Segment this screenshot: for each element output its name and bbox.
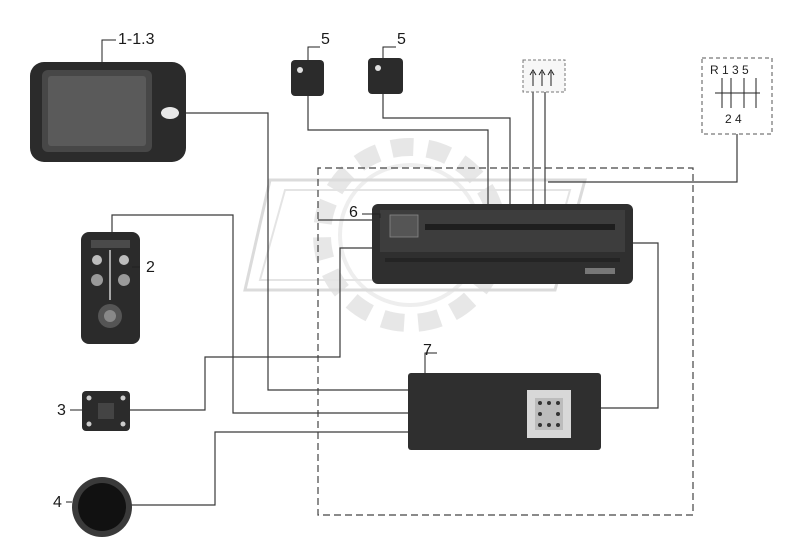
sensor-a (291, 60, 324, 96)
tachograph-unit (372, 204, 633, 284)
remote-control (81, 232, 140, 344)
control-module (408, 373, 601, 450)
callout-6: 6 (349, 204, 358, 221)
callout-4: 4 (53, 494, 62, 511)
round-buzzer (72, 477, 132, 537)
callout-3: 3 (57, 402, 66, 419)
callout-leaders (66, 39, 437, 503)
connector-plate (82, 391, 130, 431)
sensor-b (368, 58, 403, 94)
callout-2: 2 (146, 259, 155, 276)
wires (108, 92, 738, 506)
callout-5-right: 5 (397, 31, 406, 48)
callout-5-left: 5 (321, 31, 330, 48)
display-unit (30, 62, 186, 162)
gear-selector (701, 57, 773, 135)
dashed-boundary (317, 167, 694, 516)
callout-7: 7 (423, 342, 432, 359)
signal-connector (522, 59, 566, 93)
gear-selector-top-label: R 1 3 5 (710, 63, 749, 77)
display-button-icon (161, 107, 179, 119)
callout-1-1.3: 1-1.3 (118, 31, 155, 48)
gear-selector-bottom-label: 2 4 (725, 112, 742, 126)
